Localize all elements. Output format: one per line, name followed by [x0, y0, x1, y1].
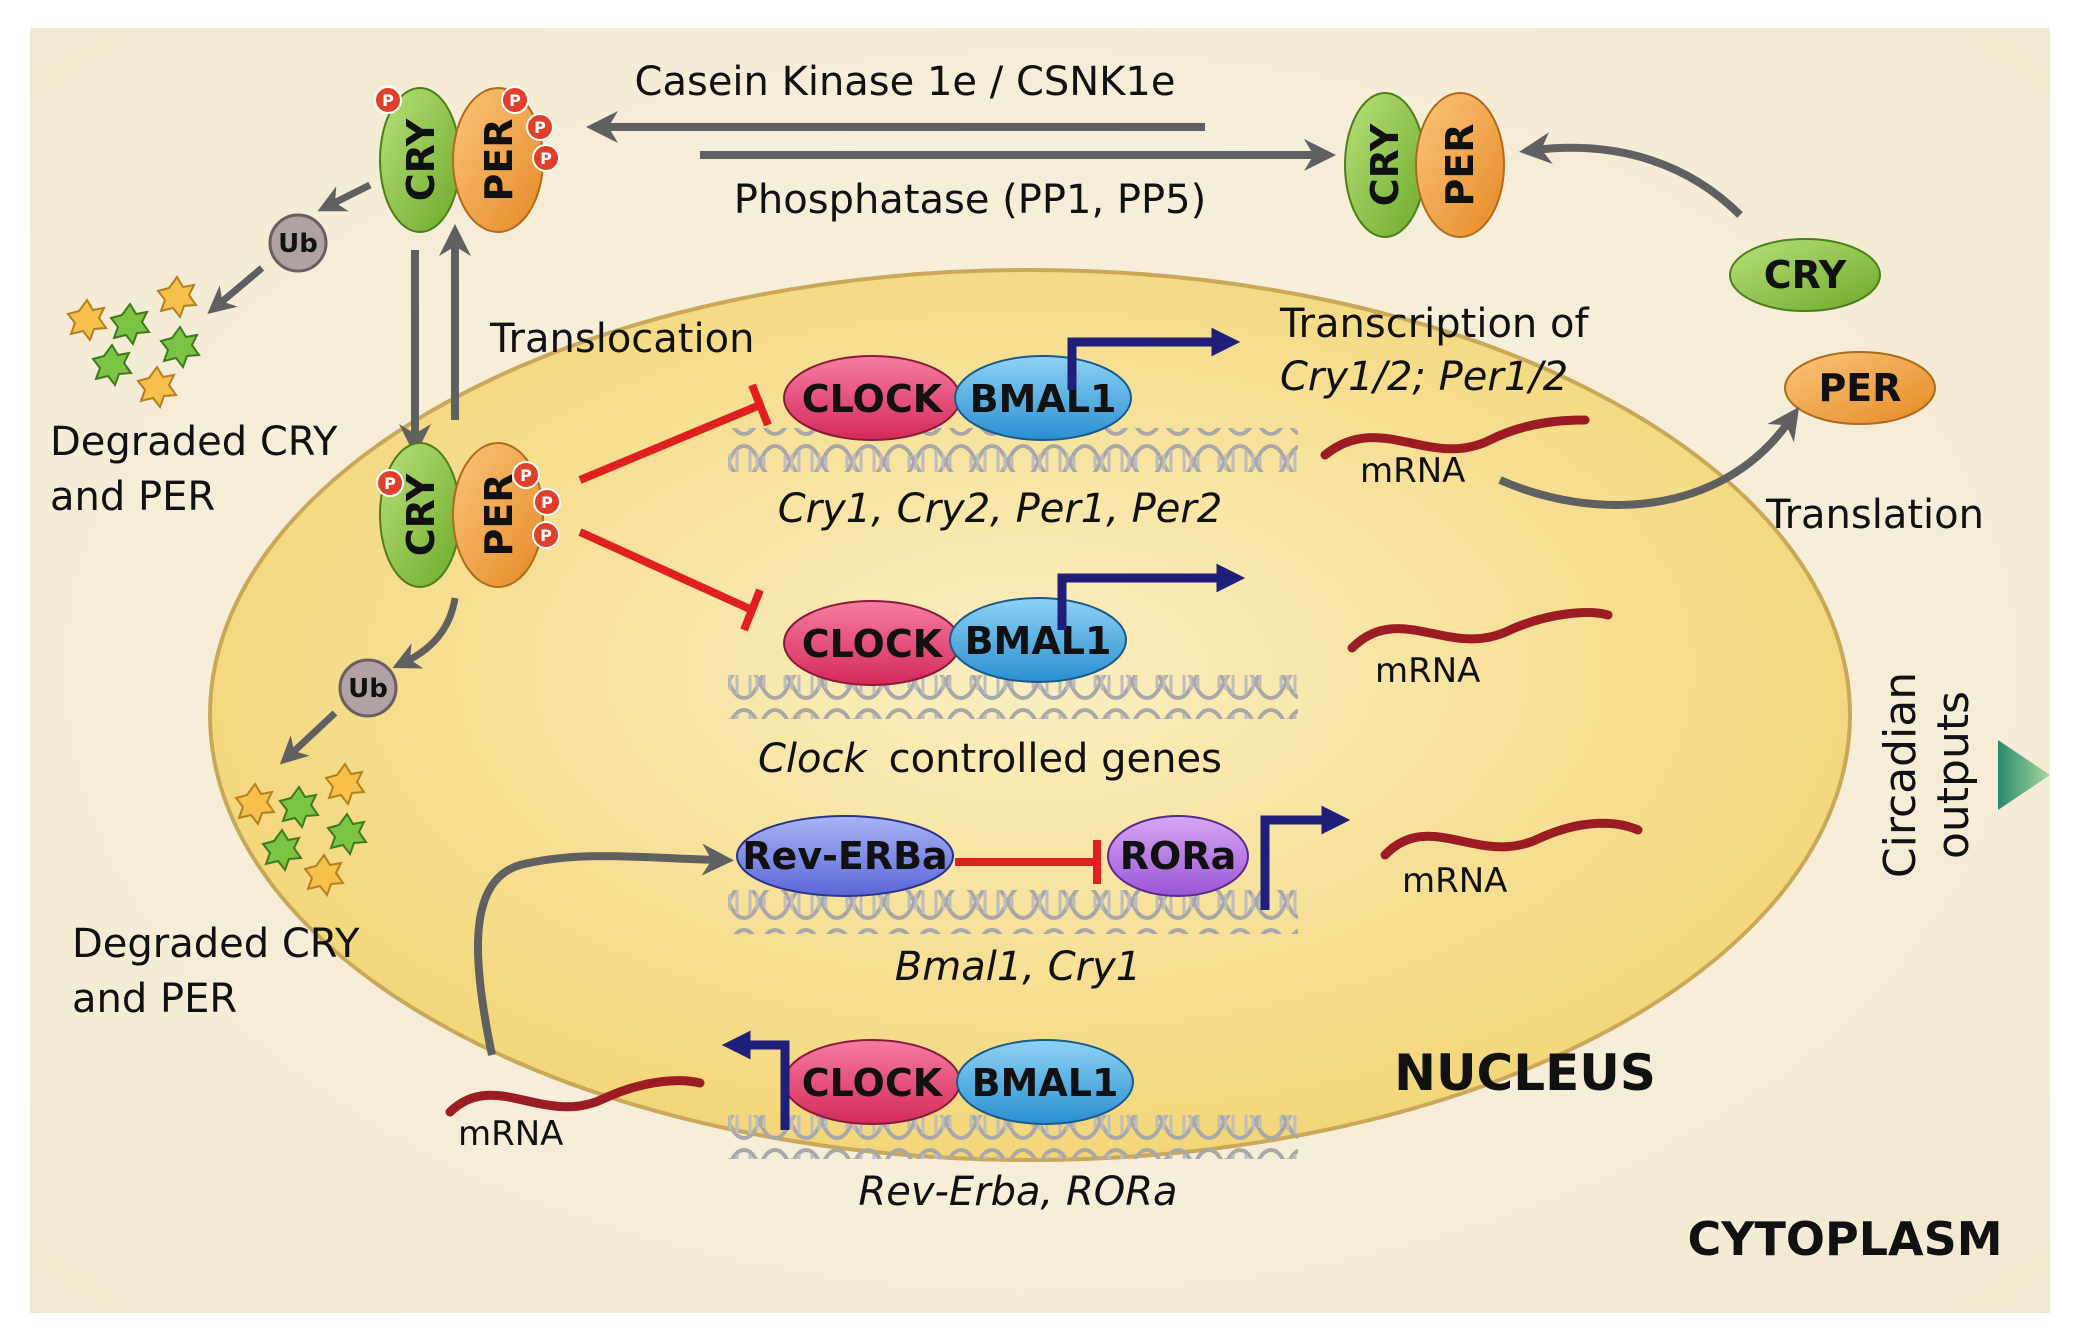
kinase-label: Casein Kinase 1e / CSNK1e	[635, 59, 1176, 105]
mrna-strand-3	[1380, 818, 1643, 860]
rora-protein: RORa	[1107, 815, 1249, 897]
genes-row-4: Rev-Erba, RORa	[858, 1169, 1177, 1215]
transcription-arrow-4	[721, 1030, 790, 1130]
per-label: PER	[477, 473, 521, 556]
rora-label: RORa	[1120, 834, 1236, 878]
phospho-label: P	[520, 466, 532, 485]
phospho-group: P P P P	[374, 86, 560, 172]
clock-bmal1-complex-1: CLOCK BMAL1	[783, 355, 1132, 441]
mrna-strand-2	[1347, 608, 1613, 653]
per-label: PER	[1818, 366, 1901, 410]
dna-helix-2	[728, 675, 1298, 719]
translation-arrow	[1498, 406, 1800, 509]
clock-bmal1-complex-2: CLOCK BMAL1	[783, 597, 1127, 686]
genes-row-3: Bmal1, Cry1	[895, 944, 1141, 990]
transcription-label-1: Transcription of	[1279, 301, 1589, 347]
cry-label: CRY	[1363, 123, 1407, 206]
cytoplasm-label: CYTOPLASM	[1687, 1212, 2002, 1266]
clock-label: CLOCK	[802, 622, 944, 666]
mrna-label-1: mRNA	[1360, 451, 1465, 491]
translation-label: Translation	[1765, 492, 1984, 538]
dna-helix-4	[728, 1115, 1298, 1159]
phospho-label: P	[540, 526, 552, 545]
nucleus-label: NUCLEUS	[1394, 1044, 1656, 1102]
free-per: PER	[1784, 351, 1936, 425]
cry-label: CRY	[1764, 253, 1847, 297]
degraded-label-top-2: and PER	[50, 474, 215, 520]
transcription-arrow-2	[1057, 563, 1246, 630]
rev-erba-protein: Rev-ERBa	[736, 815, 954, 897]
cry-label: CRY	[399, 473, 443, 556]
ubiquitination-arrow-nuclear	[392, 597, 459, 669]
phospho-label: P	[540, 149, 552, 168]
clock-label: CLOCK	[802, 1061, 944, 1105]
cry-per-complex-phospho-top: CRY PER P P P P	[374, 86, 560, 233]
assembly-arrow	[1519, 132, 1743, 218]
phospho-label: P	[509, 91, 521, 110]
cry-per-complex-top-right: CRY PER	[1344, 92, 1505, 238]
mrna-label-4: mRNA	[458, 1114, 563, 1154]
phospho-label: P	[541, 493, 553, 512]
circadian-label-2: outputs	[1928, 691, 1979, 859]
cry-per-complex-nuclear: CRY PER P P P P	[376, 442, 561, 588]
genes-row-2-rest: controlled genes	[889, 736, 1222, 782]
degraded-label-top-1: Degraded CRY	[50, 419, 338, 465]
transcription-arrow-1	[1067, 327, 1241, 390]
translocation-label: Translocation	[489, 316, 754, 362]
genes-row-2-italic: Clock	[758, 736, 869, 782]
degraded-label-nuclear-2: and PER	[72, 976, 237, 1022]
degraded-label-nuclear-1: Degraded CRY	[72, 921, 360, 967]
circadian-output-arrow	[1998, 740, 2050, 810]
transcription-label-2: Cry1/2; Per1/2	[1280, 354, 1568, 400]
clock-label: CLOCK	[802, 377, 944, 421]
phospho-label: P	[382, 91, 394, 110]
mrna-strand-1	[1320, 415, 1590, 460]
ub-label: Ub	[348, 674, 388, 704]
degradation-arrow	[207, 265, 265, 315]
rev-erba-translation-arrow	[474, 843, 734, 1056]
transcription-arrow-3	[1260, 805, 1351, 910]
inhibition-to-clock-bmal1-1	[578, 383, 772, 484]
bmal1-label: BMAL1	[970, 377, 1117, 421]
per-label: PER	[477, 118, 521, 201]
circadian-label-1: Circadian	[1875, 672, 1926, 878]
phosphatase-label: Phosphatase (PP1, PP5)	[734, 177, 1206, 223]
ubiquitin-top: Ub	[268, 213, 328, 273]
genes-row-1: Cry1, Cry2, Per1, Per2	[778, 486, 1223, 532]
mrna-label-3: mRNA	[1402, 861, 1507, 901]
mrna-strand-4	[445, 1076, 705, 1117]
bmal1-label: BMAL1	[965, 619, 1112, 663]
per-label: PER	[1438, 123, 1482, 206]
bmal1-label: BMAL1	[972, 1061, 1119, 1105]
mrna-label-2: mRNA	[1375, 651, 1480, 691]
dna-helix-3	[728, 890, 1298, 934]
ubiquitination-arrow	[317, 181, 372, 212]
inhibition-to-clock-bmal1-2	[578, 528, 764, 632]
phospho-label: P	[384, 474, 396, 493]
ubiquitin-nuclear: Ub	[338, 658, 398, 718]
phospho-label: P	[534, 118, 546, 137]
free-cry: CRY	[1729, 238, 1881, 312]
degradation-arrow-nuclear	[279, 710, 338, 765]
clock-bmal1-complex-4: CLOCK BMAL1	[783, 1039, 1134, 1125]
inhibition-rev-erba-to-rora	[955, 840, 1101, 884]
rev-erba-label: Rev-ERBa	[742, 834, 947, 878]
ub-label: Ub	[278, 229, 318, 259]
phospho-group: P P P P	[376, 461, 561, 549]
genes-row-2: Clock controlled genes	[758, 736, 1222, 782]
cry-label: CRY	[399, 118, 443, 201]
